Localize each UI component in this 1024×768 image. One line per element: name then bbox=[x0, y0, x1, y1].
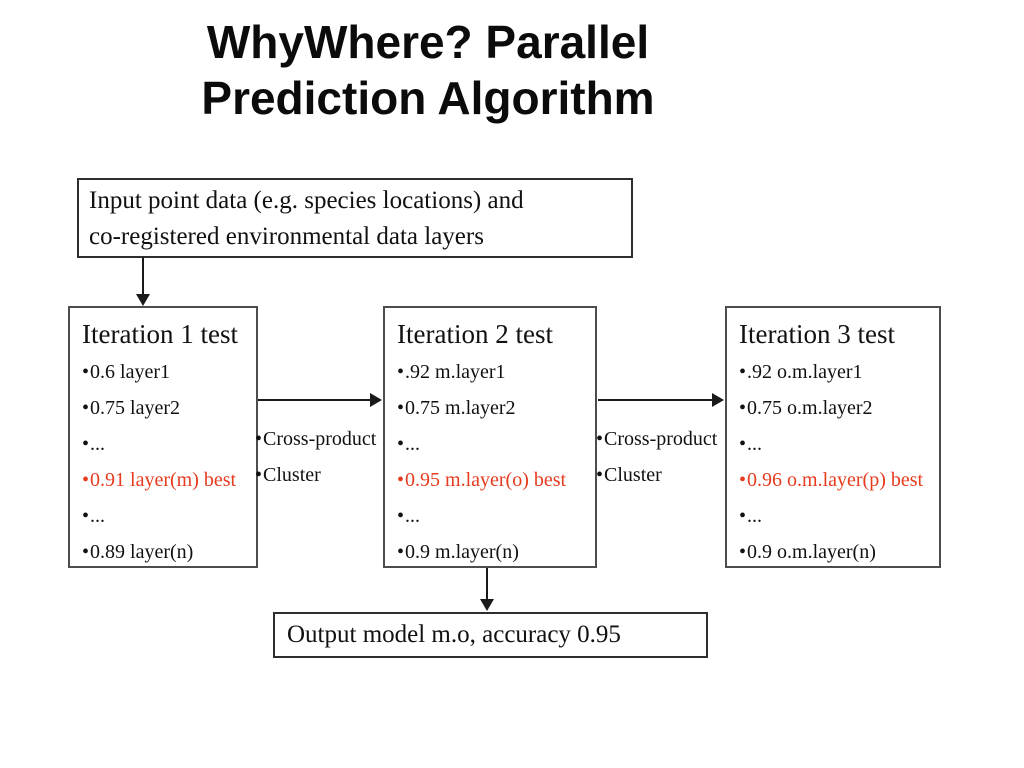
arrowhead-right-icon bbox=[370, 393, 382, 407]
arrowhead-down-icon bbox=[480, 599, 494, 611]
list-item: 0.75 m.layer2 bbox=[397, 390, 595, 426]
list-item: ... bbox=[397, 498, 595, 534]
slide-title-line2: Prediction Algorithm bbox=[201, 72, 655, 124]
cross-product-label: Cross-product bbox=[596, 421, 717, 457]
list-item: .92 m.layer1 bbox=[397, 354, 595, 390]
list-item: 0.9 o.m.layer(n) bbox=[739, 534, 939, 570]
iteration-2-title: Iteration 2 test bbox=[397, 319, 553, 349]
arrow-iteration1-to-iteration2 bbox=[258, 399, 371, 401]
arrowhead-down-icon bbox=[136, 294, 150, 306]
list-item-best: 0.96 o.m.layer(p) best bbox=[739, 462, 939, 498]
arrow-iteration2-to-output bbox=[486, 568, 488, 600]
output-model-text: Output model m.o, accuracy 0.95 bbox=[287, 621, 621, 648]
iteration-3-list: .92 o.m.layer1 0.75 o.m.layer2 ... 0.96 … bbox=[739, 354, 939, 570]
iteration-1-box: Iteration 1 test 0.6 layer1 0.75 layer2 … bbox=[68, 306, 258, 568]
iteration-2-box: Iteration 2 test .92 m.layer1 0.75 m.lay… bbox=[383, 306, 597, 568]
list-item: 0.89 layer(n) bbox=[82, 534, 256, 570]
iteration-1-title: Iteration 1 test bbox=[82, 319, 238, 349]
iteration-3-title: Iteration 3 test bbox=[739, 319, 895, 349]
list-item: 0.6 layer1 bbox=[82, 354, 256, 390]
process-labels-1: Cross-product Cluster bbox=[255, 421, 376, 493]
list-item: .92 o.m.layer1 bbox=[739, 354, 939, 390]
list-item: ... bbox=[82, 498, 256, 534]
list-item: ... bbox=[739, 426, 939, 462]
input-data-line2: co-registered environmental data layers bbox=[89, 223, 484, 250]
cross-product-label: Cross-product bbox=[255, 421, 376, 457]
list-item: 0.9 m.layer(n) bbox=[397, 534, 595, 570]
list-item: ... bbox=[739, 498, 939, 534]
list-item: ... bbox=[82, 426, 256, 462]
input-data-line1: Input point data (e.g. species locations… bbox=[89, 187, 524, 214]
list-item: 0.75 o.m.layer2 bbox=[739, 390, 939, 426]
cluster-label: Cluster bbox=[255, 457, 376, 493]
arrow-input-to-iteration1 bbox=[142, 257, 144, 295]
arrow-iteration2-to-iteration3 bbox=[598, 399, 712, 401]
list-item-best: 0.95 m.layer(o) best bbox=[397, 462, 595, 498]
cluster-label: Cluster bbox=[596, 457, 717, 493]
process-labels-2: Cross-product Cluster bbox=[596, 421, 717, 493]
list-item-best: 0.91 layer(m) best bbox=[82, 462, 256, 498]
iteration-3-box: Iteration 3 test .92 o.m.layer1 0.75 o.m… bbox=[725, 306, 941, 568]
iteration-2-list: .92 m.layer1 0.75 m.layer2 ... 0.95 m.la… bbox=[397, 354, 595, 570]
slide-title-line1: WhyWhere? Parallel bbox=[206, 16, 650, 68]
iteration-1-list: 0.6 layer1 0.75 layer2 ... 0.91 layer(m)… bbox=[82, 354, 256, 570]
slide-title: WhyWhere? Parallel Prediction Algorithm bbox=[128, 14, 728, 126]
list-item: 0.75 layer2 bbox=[82, 390, 256, 426]
arrowhead-right-icon bbox=[712, 393, 724, 407]
input-data-box: Input point data (e.g. species locations… bbox=[77, 178, 633, 258]
output-model-box: Output model m.o, accuracy 0.95 bbox=[273, 612, 708, 658]
list-item: ... bbox=[397, 426, 595, 462]
